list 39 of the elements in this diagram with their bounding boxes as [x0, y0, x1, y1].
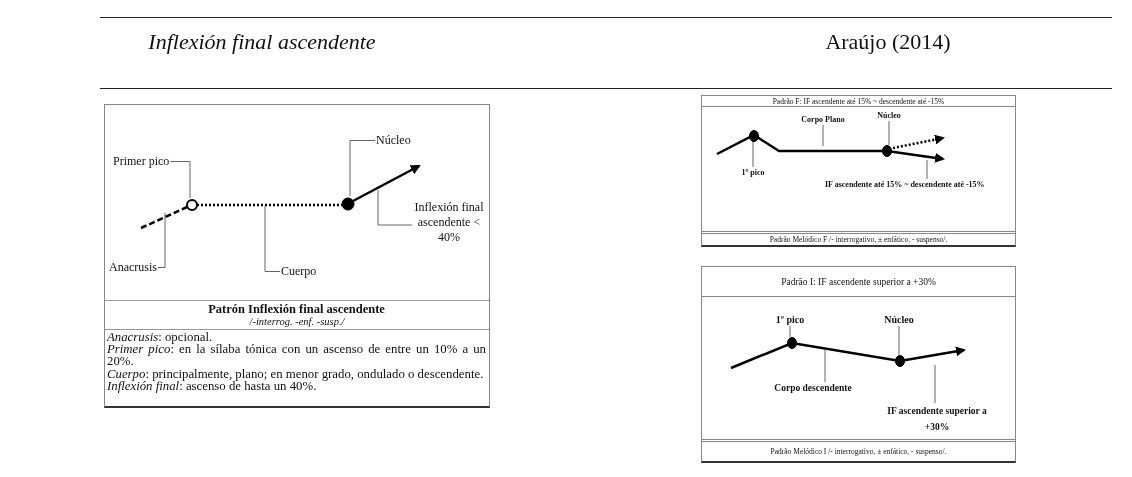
leader-line: [926, 159, 928, 180]
leader-line: [169, 161, 191, 199]
pattern-panel: [104, 104, 490, 408]
description-text: Cuerpo: principalmente, plano; en menor grado, ondulado o descendente.: [107, 367, 485, 380]
leader-label: Primer pico: [113, 154, 170, 169]
pattern-panel: [701, 266, 1016, 463]
column-heading: Araújo (2014): [825, 29, 951, 55]
leader-label: IF ascendente superior a +30%: [881, 403, 993, 435]
description-text: Anacrusis: opcional.: [107, 331, 213, 344]
leader-line: [377, 189, 413, 226]
leader-label: Corpo descendente: [774, 382, 852, 395]
leader-label: Núcleo: [877, 110, 901, 121]
leader-label: Corpo Plano: [801, 114, 845, 125]
leader-label: 1º pico: [741, 167, 765, 178]
leader-label: Núcleo: [884, 313, 914, 326]
column-heading: Inflexión final ascendente: [148, 29, 376, 55]
leader-line: [349, 140, 376, 197]
pattern-panel: [701, 95, 1016, 247]
leader-line: [789, 325, 791, 338]
leader-line: [888, 120, 890, 146]
leader-label: Cuerpo: [281, 264, 317, 279]
panel-title: Patrón Inflexión final ascendente: [207, 303, 386, 316]
panel-subtitle: /-interrog. -enf. -susp./: [105, 316, 489, 330]
leader-line: [157, 212, 166, 268]
leader-line: [824, 349, 826, 383]
pitch-contour-drawing: [730, 337, 966, 370]
leader-line: [934, 364, 936, 404]
leader-line: [264, 205, 281, 272]
leader-line: [752, 140, 754, 168]
leader-line: [822, 124, 824, 147]
leader-label: Núcleo: [376, 133, 411, 148]
leader-label: Anacrusis: [109, 260, 157, 275]
leader-line: [898, 325, 900, 356]
pitch-contour-drawing: [716, 130, 945, 163]
leader-label: 1º pico: [775, 313, 805, 326]
panel-title: Padrão I: IF ascendente superior a +30%: [702, 267, 1015, 297]
leader-label: Inflexión final ascendente < 40%: [413, 200, 485, 245]
leader-label: IF ascendente até 15% ~ descendente até -15%: [825, 179, 985, 190]
description-text: Primer pico: en la sílaba tónica con un ascenso de entre un 10% a un 20%.: [107, 343, 486, 368]
